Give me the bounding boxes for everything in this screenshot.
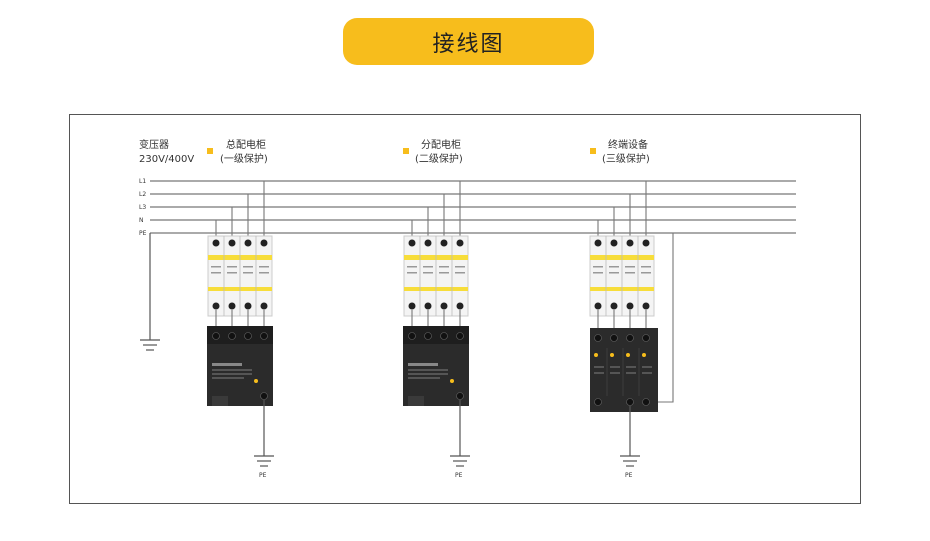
page-title: 接线图 bbox=[432, 31, 505, 57]
ground-label-3: PE bbox=[625, 472, 633, 479]
breaker-module-2 bbox=[403, 235, 469, 317]
label-pe: PE bbox=[139, 230, 147, 237]
label-n: N bbox=[139, 217, 144, 224]
ground-label-1: PE bbox=[259, 472, 267, 479]
bullet-icon bbox=[590, 148, 596, 154]
title-banner: 接线图 bbox=[343, 18, 594, 65]
breaker-module-1 bbox=[207, 235, 273, 317]
cabinet-1-name: 总配电柜 bbox=[226, 140, 266, 151]
breaker-module-3 bbox=[589, 235, 655, 317]
cabinet-3-level: (三级保护) bbox=[602, 154, 650, 165]
spd-group-2: PE bbox=[403, 181, 470, 479]
cabinet-3-name: 终端设备 bbox=[608, 140, 648, 151]
ground-icon bbox=[254, 400, 274, 467]
cabinet-2-name: 分配电柜 bbox=[421, 140, 461, 151]
ground-icon bbox=[620, 406, 640, 467]
spd-device-2 bbox=[403, 326, 469, 406]
spd-device-3 bbox=[590, 328, 658, 412]
cabinet-2-level: (二级保护) bbox=[415, 154, 463, 165]
spd-device-1 bbox=[207, 326, 273, 406]
transformer-label: 变压器 bbox=[139, 140, 169, 151]
line-labels: L1 L2 L3 N PE bbox=[139, 178, 147, 237]
label-l2: L2 bbox=[139, 191, 146, 198]
spd-group-3: PE bbox=[589, 181, 674, 479]
voltage-label: 230V/400V bbox=[139, 154, 195, 165]
ground-icon bbox=[450, 400, 470, 467]
diagram-frame bbox=[69, 114, 861, 504]
bullet-icon bbox=[403, 148, 409, 154]
transformer-ground-icon bbox=[140, 233, 160, 351]
spd-group-1: PE bbox=[207, 181, 274, 479]
bullet-icon bbox=[207, 148, 213, 154]
pe-link bbox=[658, 233, 674, 403]
cabinet-1-level: (一级保护) bbox=[220, 154, 268, 165]
label-l1: L1 bbox=[139, 178, 146, 185]
label-l3: L3 bbox=[139, 204, 146, 211]
bus-lines bbox=[150, 180, 796, 234]
ground-label-2: PE bbox=[455, 472, 463, 479]
